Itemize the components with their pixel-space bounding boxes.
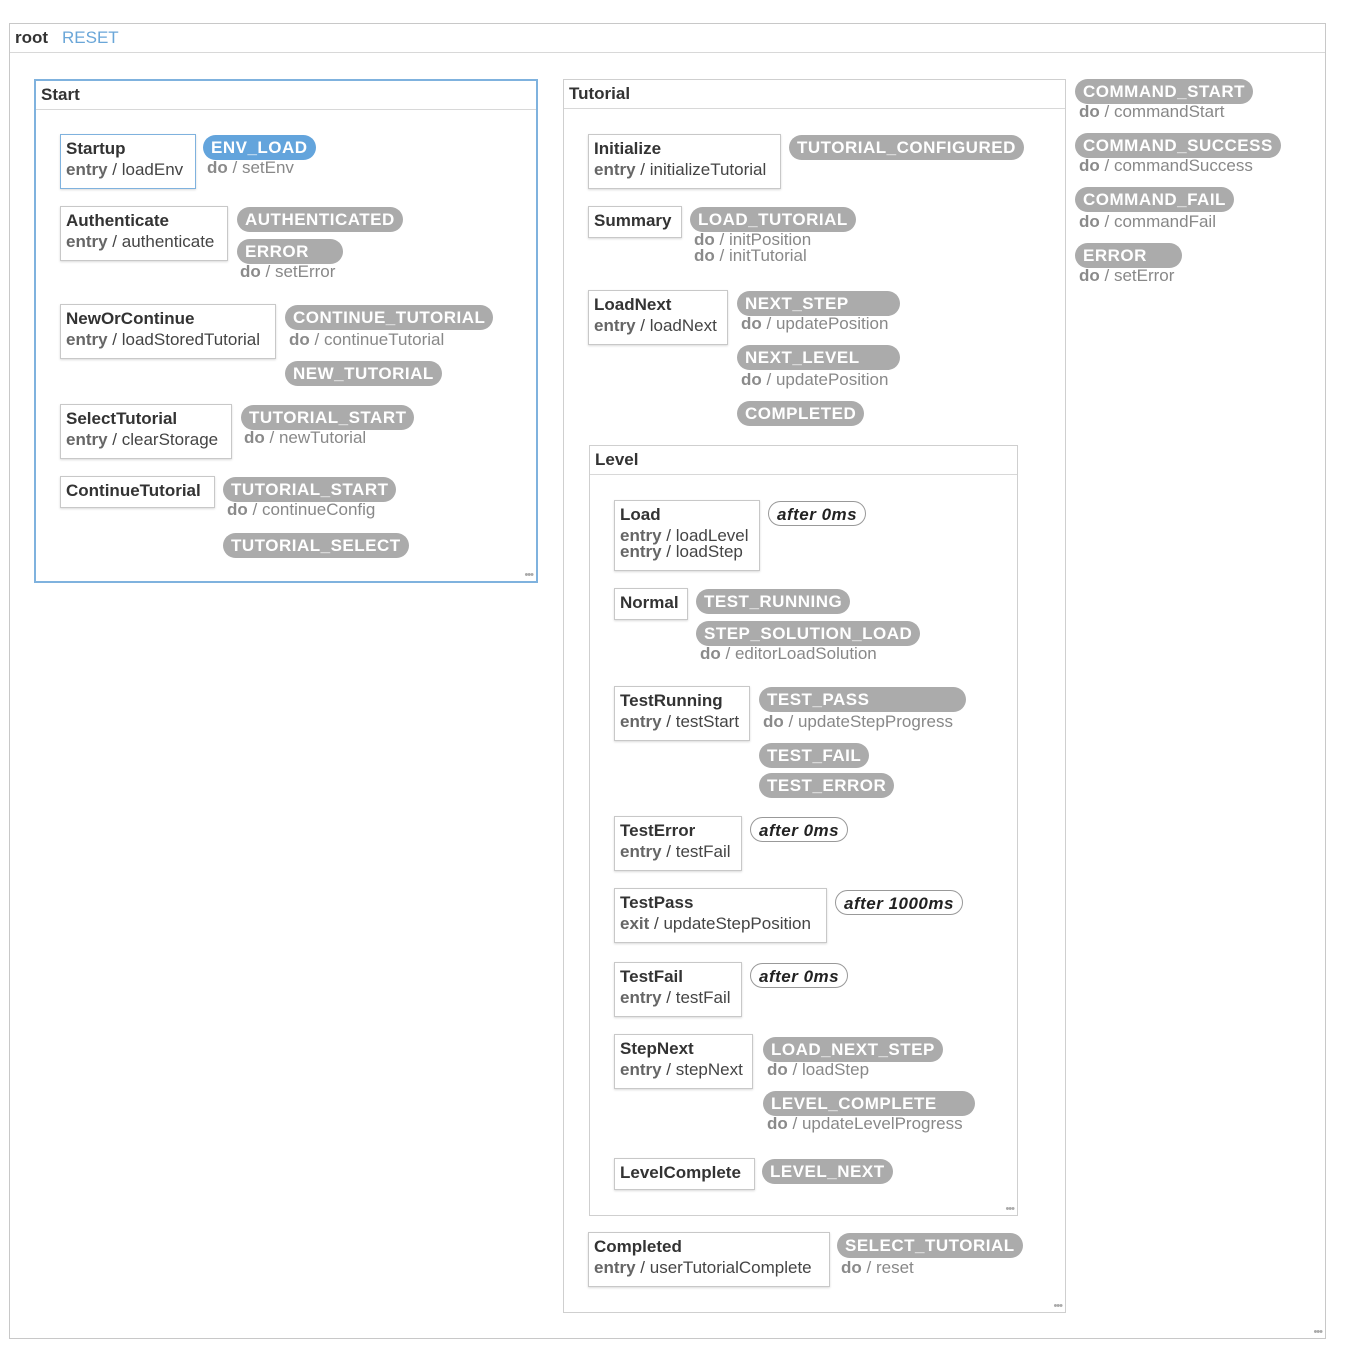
action-set-error: do / setError xyxy=(240,262,336,281)
event-command-start[interactable]: COMMAND_START xyxy=(1075,79,1254,104)
tutorial-header: Tutorial xyxy=(564,80,1065,109)
event-level-complete[interactable]: LEVEL_COMPLETE xyxy=(763,1091,975,1116)
action-command-success: do / commandSuccess xyxy=(1079,156,1253,175)
event-new-tutorial[interactable]: NEW_TUTORIAL xyxy=(285,361,442,386)
tutorial-title: Tutorial xyxy=(569,84,631,103)
state-startup[interactable]: Startup entry / loadEnv xyxy=(60,134,196,189)
level-ellipsis-icon: ••• xyxy=(1005,1203,1015,1215)
tutorial-ellipsis-icon: ••• xyxy=(1053,1300,1063,1312)
state-continuetutorial[interactable]: ContinueTutorial xyxy=(60,476,215,508)
state-testfail[interactable]: TestFail entry / testFail xyxy=(614,962,742,1017)
event-step-solution-load[interactable]: STEP_SOLUTION_LOAD xyxy=(696,621,921,646)
event-error-global[interactable]: ERROR xyxy=(1075,243,1182,268)
state-stepnext[interactable]: StepNext entry / stepNext xyxy=(614,1034,753,1089)
state-selecttutorial[interactable]: SelectTutorial entry / clearStorage xyxy=(60,404,232,459)
event-authenticated[interactable]: AUTHENTICATED xyxy=(237,207,403,232)
action-set-error-global: do / setError xyxy=(1079,266,1175,285)
action-continue-tutorial: do / continueTutorial xyxy=(289,330,445,349)
event-continue-tutorial[interactable]: CONTINUE_TUTORIAL xyxy=(285,305,494,330)
action-init-position: do / initPosition xyxy=(694,230,812,249)
level-header: Level xyxy=(590,446,1017,475)
state-summary[interactable]: Summary xyxy=(588,206,682,238)
event-test-error[interactable]: TEST_ERROR xyxy=(759,773,895,798)
root-header: root RESET xyxy=(10,24,1325,53)
state-levelcomplete[interactable]: LevelComplete xyxy=(614,1158,755,1190)
action-command-fail: do / commandFail xyxy=(1079,212,1216,231)
action-init-tutorial: do / initTutorial xyxy=(694,246,807,265)
root-ellipsis-icon: ••• xyxy=(1313,1326,1323,1338)
action-update-step-progress: do / updateStepProgress xyxy=(763,712,953,731)
event-after-1000ms-testpass[interactable]: after 1000ms xyxy=(835,890,963,915)
action-command-start: do / commandStart xyxy=(1079,102,1225,121)
action-editor-load-solution: do / editorLoadSolution xyxy=(700,644,877,663)
start-header: Start xyxy=(36,81,536,110)
state-normal[interactable]: Normal xyxy=(614,588,688,620)
action-update-position-step: do / updatePosition xyxy=(741,314,889,333)
event-after-0ms-testerror[interactable]: after 0ms xyxy=(750,817,849,842)
event-after-0ms-testfail[interactable]: after 0ms xyxy=(750,963,849,988)
event-load-next-step[interactable]: LOAD_NEXT_STEP xyxy=(763,1037,943,1062)
state-load[interactable]: Load entry / loadLevel entry / loadStep xyxy=(614,500,760,571)
event-next-level[interactable]: NEXT_LEVEL xyxy=(737,345,900,370)
event-tutorial-start[interactable]: TUTORIAL_START xyxy=(241,405,415,430)
action-update-position-level: do / updatePosition xyxy=(741,370,889,389)
event-next-step[interactable]: NEXT_STEP xyxy=(737,291,900,316)
state-testpass[interactable]: TestPass exit / updateStepPosition xyxy=(614,888,827,943)
event-completed[interactable]: COMPLETED xyxy=(737,401,865,426)
state-name: Startup xyxy=(66,139,126,158)
action-new-tutorial: do / newTutorial xyxy=(244,428,367,447)
state-completed[interactable]: Completed entry / userTutorialComplete xyxy=(588,1232,830,1287)
state-loadnext[interactable]: LoadNext entry / loadNext xyxy=(588,290,728,345)
action-load-step: do / loadStep xyxy=(767,1060,870,1079)
root-title: root xyxy=(15,28,49,47)
state-neworcontinue[interactable]: NewOrContinue entry / loadStoredTutorial xyxy=(60,304,276,359)
state-testrunning[interactable]: TestRunning entry / testStart xyxy=(614,686,750,741)
event-test-pass[interactable]: TEST_PASS xyxy=(759,687,966,712)
event-select-tutorial[interactable]: SELECT_TUTORIAL xyxy=(837,1233,1023,1258)
event-tutorial-start-continue[interactable]: TUTORIAL_START xyxy=(223,477,397,502)
event-level-next[interactable]: LEVEL_NEXT xyxy=(762,1159,893,1184)
event-env-load[interactable]: ENV_LOAD xyxy=(203,135,316,160)
event-tutorial-select[interactable]: TUTORIAL_SELECT xyxy=(223,533,409,558)
event-tutorial-configured[interactable]: TUTORIAL_CONFIGURED xyxy=(789,135,1024,160)
state-authenticate[interactable]: Authenticate entry / authenticate xyxy=(60,206,228,261)
action-set-env: do / setEnv xyxy=(207,158,294,177)
start-title: Start xyxy=(41,85,80,104)
state-testerror[interactable]: TestError entry / testFail xyxy=(614,816,742,871)
action-reset: do / reset xyxy=(841,1258,914,1277)
event-test-fail[interactable]: TEST_FAIL xyxy=(759,743,870,768)
level-title: Level xyxy=(595,450,639,469)
event-command-fail[interactable]: COMMAND_FAIL xyxy=(1075,187,1234,212)
action-continue-config: do / continueConfig xyxy=(227,500,376,519)
state-initialize[interactable]: Initialize entry / initializeTutorial xyxy=(588,134,781,189)
reset-button[interactable]: RESET xyxy=(62,28,119,47)
event-test-running[interactable]: TEST_RUNNING xyxy=(696,589,851,614)
event-load-tutorial[interactable]: LOAD_TUTORIAL xyxy=(690,207,856,232)
event-error[interactable]: ERROR xyxy=(237,239,343,264)
event-after-0ms-load[interactable]: after 0ms xyxy=(768,501,867,526)
action-update-level-progress: do / updateLevelProgress xyxy=(767,1114,963,1133)
event-command-success[interactable]: COMMAND_SUCCESS xyxy=(1075,133,1281,158)
start-ellipsis-icon: ••• xyxy=(524,569,534,581)
